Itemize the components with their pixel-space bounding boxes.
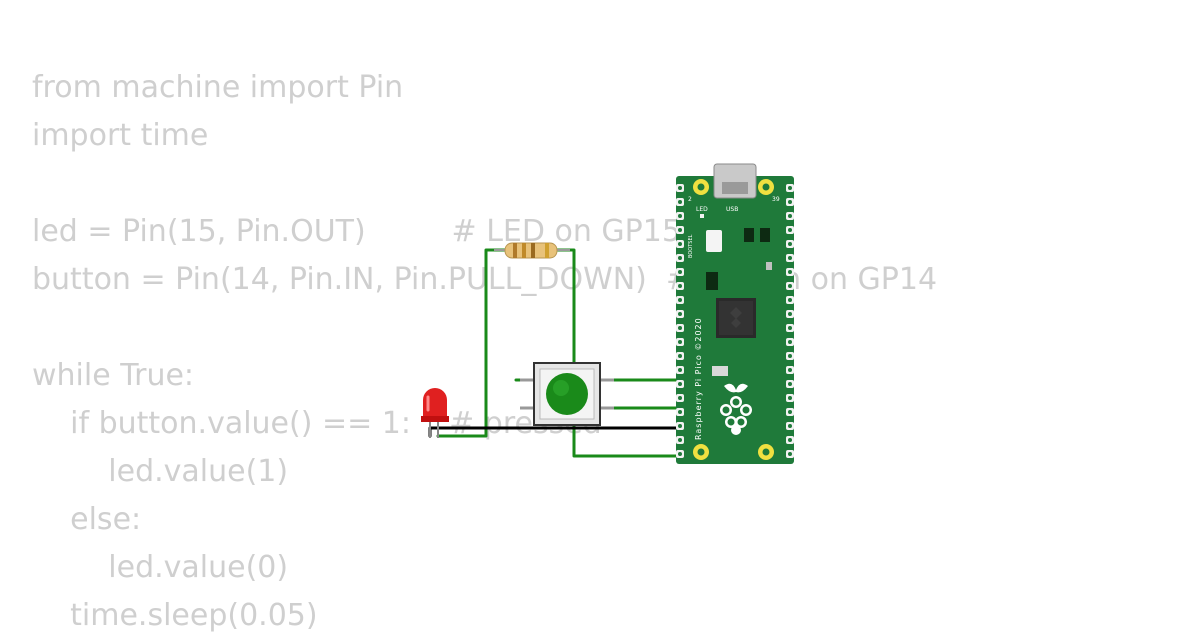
left-pin-row [676,184,684,458]
resistor[interactable] [494,242,570,259]
code-line-9: led.value(1) [32,454,289,489]
usb-connector [713,163,757,199]
board-pin-hole [788,228,792,232]
board-pin-hole [678,340,682,344]
bootsel-silk-label: BOOTSEL [688,234,694,258]
code-line-10: else: [32,502,142,537]
board-pin-hole [678,242,682,246]
board-pin-hole [788,354,792,358]
button-cap[interactable] [546,373,588,415]
board-pin-hole [788,424,792,428]
code-line-7: while True: [32,358,195,393]
code-line-1: from machine import Pin [32,70,404,105]
board-pin-hole [788,452,792,456]
pin-label-39: 39 [772,196,780,203]
board-pin-hole [788,312,792,316]
board-pin-hole [788,256,792,260]
board-pin-hole [678,298,682,302]
pin-label-2: 2 [688,196,692,203]
board-pin-hole [788,200,792,204]
code-line-11: led.value(0) [32,550,289,585]
board-pin-hole [678,368,682,372]
board-pin-hole [788,410,792,414]
board-name-silk: Raspberry Pi Pico ©2020 [694,317,703,440]
board-pin-hole [788,242,792,246]
board-pin-hole [678,382,682,386]
usb-silk-label: USB [726,206,738,213]
board-pin-hole [678,284,682,288]
bootsel-button[interactable] [706,230,722,252]
led[interactable] [421,388,449,438]
board-pin-hole [678,256,682,260]
onboard-led [700,214,704,218]
code-line-4: led = Pin(15, Pin.OUT) # LED on GP15 [32,214,681,249]
board-pin-hole [678,200,682,204]
board-pin-hole [788,284,792,288]
wire-led-anode-to-resistor[interactable] [436,248,510,438]
led-silk-label: LED [696,206,708,213]
board-pin-hole [678,452,682,456]
board-pin-hole [788,396,792,400]
code-line-2: import time [32,118,209,153]
board-pin-hole [678,424,682,428]
board-pin-hole [788,298,792,302]
board-pin-hole [788,368,792,372]
board-pin-hole [678,228,682,232]
board-pin-hole [678,312,682,316]
right-pin-row [786,184,794,458]
code-line-12: time.sleep(0.05) [32,598,318,633]
board-pin-hole [788,340,792,344]
board-pin-hole [788,214,792,218]
board-pin-hole [788,382,792,386]
raspberry-pi-pico-board[interactable]: 2 LED USB 39 BOOTSEL Raspberry Pi Pico ©… [676,163,794,464]
board-pin-hole [678,396,682,400]
raspberry-pi-logo-icon [720,383,752,435]
board-pin-hole [788,270,792,274]
board-pin-hole [678,410,682,414]
board-pin-hole [678,214,682,218]
board-pin-hole [788,186,792,190]
board-pin-hole [678,186,682,190]
board-pin-hole [678,354,682,358]
board-pin-hole [788,438,792,442]
rp2040-chip [716,298,756,338]
push-button[interactable] [520,362,614,426]
board-pin-hole [678,270,682,274]
board-pin-hole [678,438,682,442]
board-pin-hole [678,326,682,330]
board-pin-hole [788,326,792,330]
